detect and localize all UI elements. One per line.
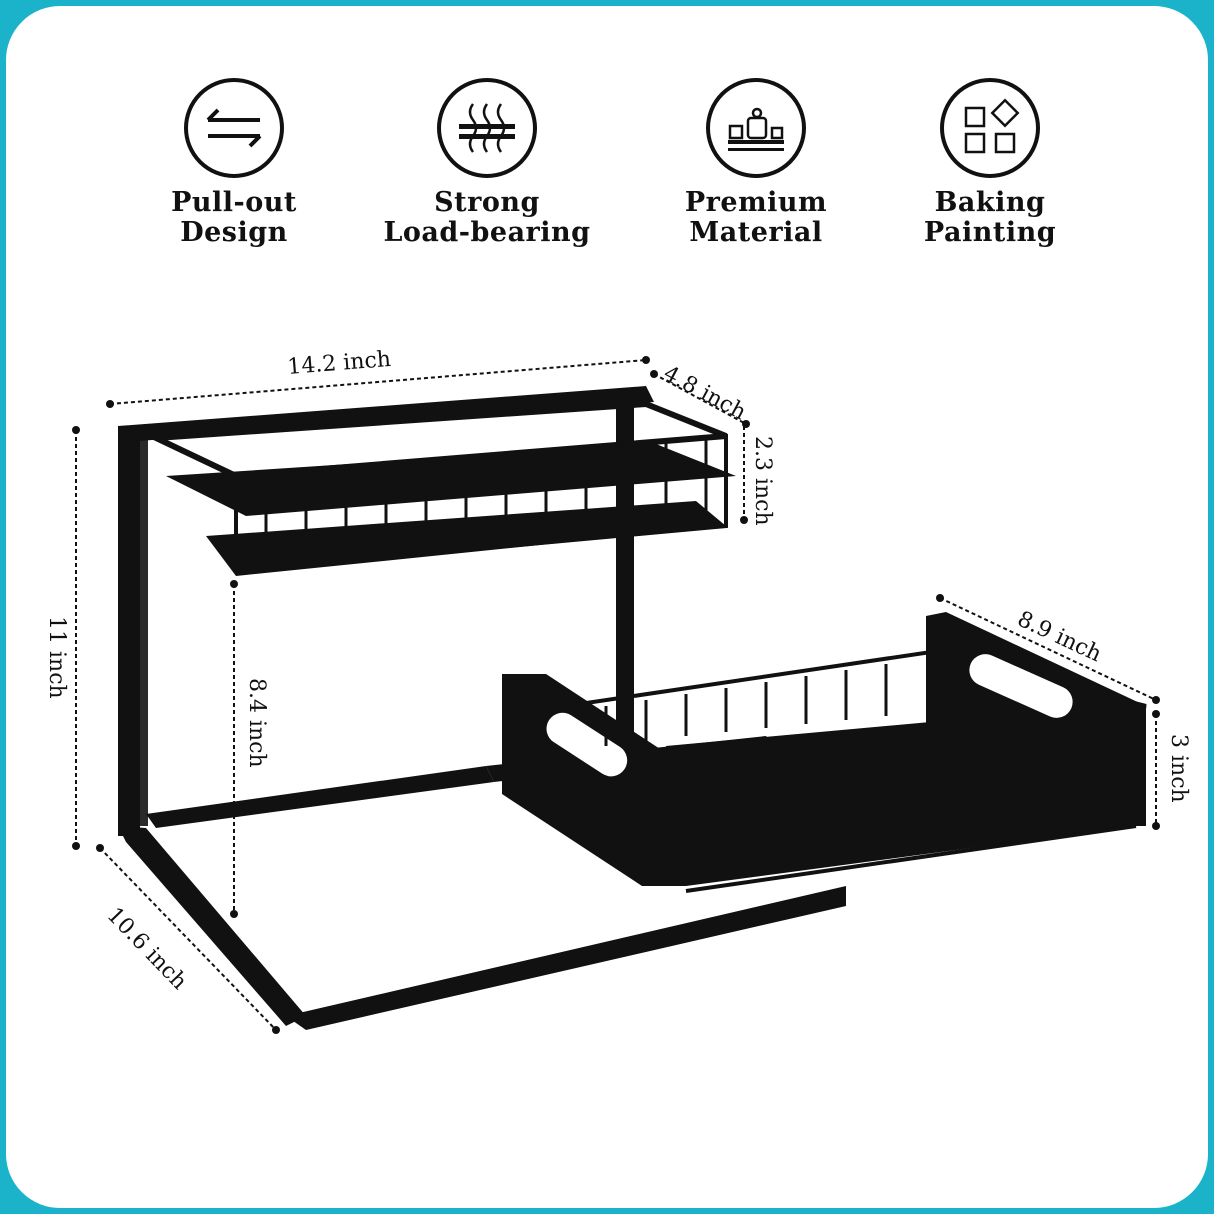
feature-label-line1: Premium: [684, 187, 828, 218]
feature-label-line2: Material: [689, 217, 823, 248]
dimension-lines: [75, 359, 1157, 1031]
load-bearing-icon: [437, 78, 537, 178]
dim-drawer-height-label: 3 inch: [1166, 734, 1191, 803]
feature-label-line1: Pull-out: [171, 187, 297, 218]
pull-out-arrows-icon: [184, 78, 284, 178]
dimension-endpoints: [72, 356, 1160, 1034]
dim-basket-height-label: 2.3 inch: [750, 436, 775, 526]
feature-label-line1: Baking: [934, 187, 1046, 218]
feature-label-line2: Painting: [923, 217, 1057, 248]
feature-baking-painting: Baking Painting: [880, 78, 1100, 248]
premium-material-icon: [706, 78, 806, 178]
feature-load-bearing: Strong Load-bearing: [377, 78, 597, 248]
dim-total-height-label: 11 inch: [44, 616, 69, 699]
feature-pull-out: Pull-out Design: [124, 78, 344, 248]
product-illustration: 14.2 inch 4.8 inch 2.3 inch 11 inch 8.4 …: [44, 347, 1191, 1034]
dim-width-label: 14.2 inch: [287, 347, 392, 380]
baking-painting-icon: [940, 78, 1040, 178]
feature-label-line2: Load-bearing: [383, 217, 591, 248]
dim-base-depth-label: 10.6 inch: [102, 903, 192, 995]
feature-premium-material: Premium Material: [646, 78, 866, 248]
upper-basket: [144, 400, 736, 576]
feature-label-line2: Design: [180, 217, 288, 248]
feature-label-line1: Strong: [434, 187, 540, 218]
dim-clearance-label: 8.4 inch: [244, 678, 269, 768]
lower-drawer: [502, 612, 1147, 893]
